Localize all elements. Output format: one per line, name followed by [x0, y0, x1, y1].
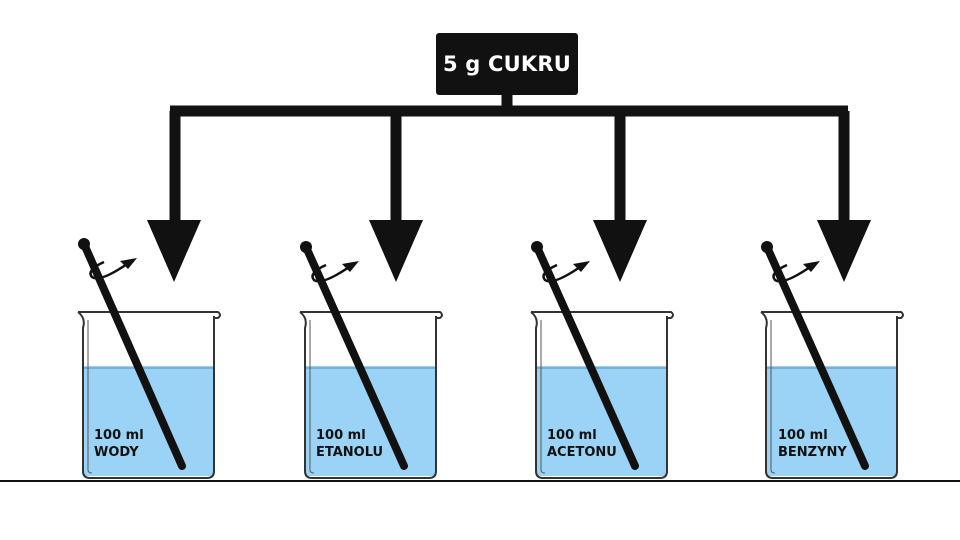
stir-arrowhead-2 [342, 261, 359, 272]
beaker-solvent-4: BENZYNY [778, 445, 847, 460]
stir-motion-3 [542, 263, 584, 283]
rod-knob-2 [300, 241, 312, 253]
beaker-volume-2: 100 ml [316, 428, 366, 443]
arrowhead-2 [369, 220, 423, 282]
beaker-inner-2 [309, 320, 315, 474]
arrowheads [147, 220, 871, 282]
beaker-glass-2 [299, 311, 437, 479]
beaker-2 [299, 241, 443, 479]
connector-bus [169, 95, 850, 222]
beaker-4 [760, 241, 904, 479]
beaker-3 [530, 241, 674, 479]
beaker-rim-2 [300, 311, 443, 319]
beaker-solvent-2: ETANOLU [316, 445, 384, 460]
beaker-inner-3 [540, 320, 546, 474]
beaker-label-4: 100 ml BENZYNY [778, 427, 847, 461]
beaker-inner-1 [87, 320, 93, 474]
stirring-rod-2 [302, 243, 408, 470]
beaker-glass-1 [77, 311, 215, 479]
stir-arrowhead-4 [803, 261, 820, 272]
beaker-1 [77, 238, 221, 479]
beaker-glass-3 [530, 311, 668, 479]
arrowhead-1 [147, 220, 201, 282]
stirring-rod-1 [80, 240, 186, 470]
stir-motion-1 [89, 260, 131, 280]
distribution-arrows [169, 95, 850, 222]
beaker-volume-1: 100 ml [94, 428, 144, 443]
stir-motion-4 [772, 263, 814, 283]
stirring-rod-4 [763, 243, 869, 470]
rod-knob-3 [531, 241, 543, 253]
stir-arrowhead-3 [573, 261, 590, 272]
beaker-solvent-1: WODY [94, 445, 139, 460]
beaker-rim-4 [761, 311, 904, 319]
arrowhead-3 [593, 220, 647, 282]
rod-knob-4 [761, 241, 773, 253]
beaker-rim-3 [531, 311, 674, 319]
stir-arrowhead-1 [120, 258, 137, 269]
beaker-label-1: 100 ml WODY [94, 427, 144, 461]
beaker-label-2: 100 ml ETANOLU [316, 427, 383, 461]
beaker-inner-4 [770, 320, 776, 474]
beaker-glass-4 [760, 311, 898, 479]
beaker-label-3: 100 ml ACETONU [547, 427, 617, 461]
beaker-rim-1 [78, 311, 221, 319]
rod-knob-1 [78, 238, 90, 250]
beaker-solvent-3: ACETONU [547, 445, 617, 460]
sugar-amount-label: 5 g CUKRU [436, 33, 578, 95]
arrowhead-4 [817, 220, 871, 282]
beaker-volume-4: 100 ml [778, 428, 828, 443]
stir-motion-2 [311, 263, 353, 283]
stirring-rod-3 [533, 243, 639, 470]
beaker-volume-3: 100 ml [547, 428, 597, 443]
